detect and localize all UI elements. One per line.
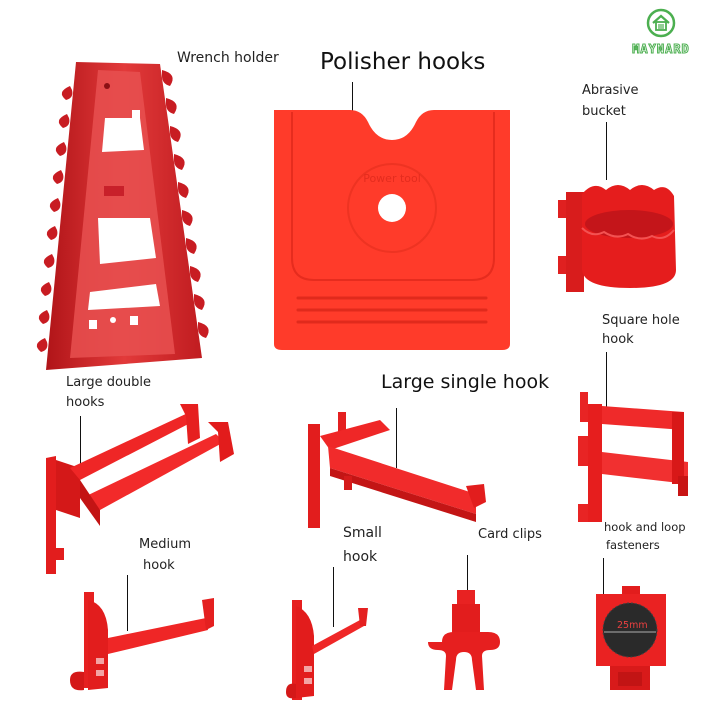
polisher-hooks-image: Power tool (274, 110, 510, 350)
dimension-label: 25mm (617, 620, 648, 631)
leader-line (80, 416, 81, 474)
small-hook-image (286, 600, 368, 700)
label-polisher-hooks: Polisher hooks (320, 49, 486, 75)
brand-logo: MAYNARD (600, 8, 720, 57)
label-medium-hook-line2: hook (143, 558, 175, 573)
label-card-clips: Card clips (478, 527, 542, 542)
label-medium-hook-line1: Medium (139, 537, 191, 552)
label-large-double-hooks-line1: Large double (66, 375, 152, 390)
label-small-hook-line1: Small (343, 525, 382, 541)
abrasive-bucket-image (558, 185, 676, 292)
leader-line (467, 555, 468, 617)
label-square-hole-hook-line1: Square hole (602, 313, 680, 328)
wrench-holder-image (36, 62, 209, 370)
label-abrasive-bucket-line2: bucket (582, 104, 626, 119)
card-clips-image (428, 590, 500, 690)
square-hole-hook-image (578, 392, 688, 522)
label-hook-and-loop-line1: hook and loop (604, 520, 686, 534)
label-large-single-hook: Large single hook (381, 371, 550, 393)
leader-line (606, 352, 607, 408)
brand-name: MAYNARD (632, 42, 690, 57)
label-abrasive-bucket-line1: Abrasive (582, 83, 639, 98)
label-large-double-hooks-line2: hooks (66, 395, 105, 410)
label-wrench-holder: Wrench holder (177, 50, 279, 66)
label-hook-and-loop-line2: fasteners (606, 538, 660, 552)
house-in-circle-icon (646, 8, 676, 38)
large-double-hooks-image (46, 404, 234, 574)
leader-line (127, 575, 128, 631)
label-square-hole-hook-line2: hook (602, 332, 634, 347)
label-small-hook-line2: hook (343, 549, 378, 565)
hook-and-loop-image (596, 586, 666, 690)
leader-line (333, 567, 334, 627)
leader-line (606, 122, 607, 180)
embossed-text: Power tool (363, 172, 421, 185)
large-single-hook-image (308, 412, 486, 528)
leader-line (603, 558, 604, 618)
medium-hook-image (70, 592, 214, 691)
leader-line (396, 408, 397, 468)
